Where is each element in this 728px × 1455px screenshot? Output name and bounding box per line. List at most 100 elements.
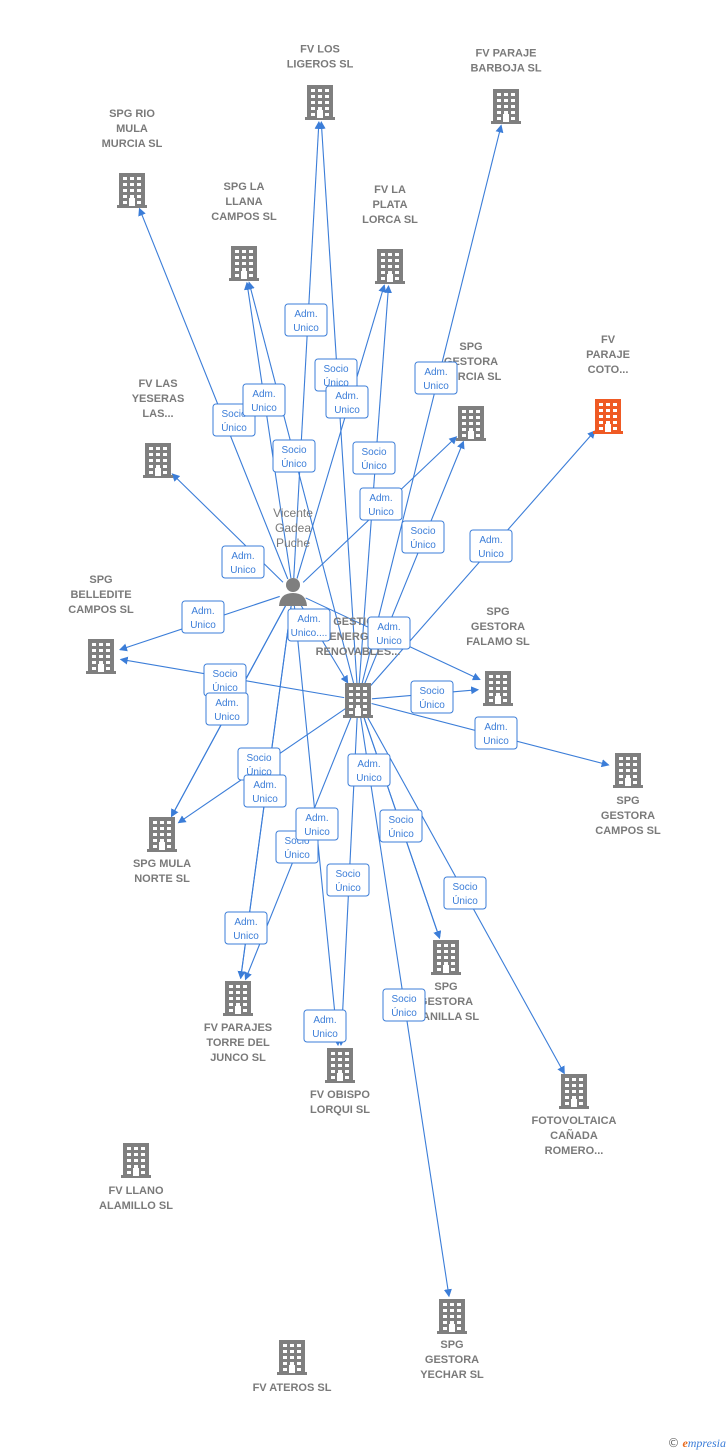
company-node[interactable]: FV LOS LIGEROS SL xyxy=(287,44,354,121)
building-icon xyxy=(431,940,461,975)
relation-label-text: Adm. xyxy=(377,622,400,633)
node-label-line: Puche xyxy=(276,536,310,550)
node-label-line: SPG RIO xyxy=(109,108,155,120)
company-node[interactable]: FV ATEROS SL xyxy=(253,1340,332,1394)
relation-label-text: Único xyxy=(284,848,310,861)
relation-label-text: Adm. xyxy=(424,367,447,378)
relation-label[interactable]: Adm.Unico xyxy=(469,529,513,563)
node-label-line: FV LAS xyxy=(138,378,177,390)
relation-label-text: Adm. xyxy=(479,535,502,546)
company-node[interactable]: FV OBISPO LORQUI SL xyxy=(310,1048,370,1116)
relation-label-text: Adm. xyxy=(357,759,380,770)
building-icon xyxy=(86,639,116,674)
relation-label[interactable]: Adm.Unico xyxy=(325,385,369,419)
node-label-line: LORQUI SL xyxy=(310,1104,370,1116)
relation-label-text: Socio xyxy=(221,409,246,420)
relation-label[interactable]: Adm.Unico xyxy=(359,487,403,521)
node-label-line: PLATA xyxy=(372,199,407,211)
relation-label-text: Adm. xyxy=(231,551,254,562)
node-label-line: MANILLA SL xyxy=(413,1011,479,1023)
building-icon xyxy=(229,246,259,281)
relation-label[interactable]: Adm.Unico xyxy=(221,545,265,579)
relation-label-text: Socio xyxy=(335,869,360,880)
building-icon xyxy=(613,753,643,788)
node-label-line: SPG xyxy=(434,981,457,993)
relation-label-text: Unico xyxy=(304,827,330,838)
edge-labels-layer: SocioÚnicoAdm.UnicoAdm.UnicoSocioÚnicoAd… xyxy=(181,303,518,1043)
node-label-line: LIGEROS SL xyxy=(287,59,354,71)
building-icon xyxy=(143,443,173,478)
building-icon xyxy=(456,406,486,441)
node-label-line: YESERAS xyxy=(132,393,185,405)
relation-edge xyxy=(293,120,323,579)
relation-label[interactable]: Adm.Unico xyxy=(205,692,249,726)
relation-label-text: Unico xyxy=(334,405,360,416)
relation-label[interactable]: Adm. Unico xyxy=(347,753,391,787)
node-label-line: SPG xyxy=(616,795,639,807)
building-icon xyxy=(305,85,335,120)
node-label-line: CAMPOS SL xyxy=(595,825,661,837)
company-node[interactable]: FV LASYESERASLAS... xyxy=(132,378,185,478)
company-node[interactable]: SPG GESTORA CAMPOS SL xyxy=(595,753,661,837)
relation-label[interactable]: Adm.Unico xyxy=(303,1009,347,1043)
relation-label[interactable]: Adm.Unico xyxy=(242,383,286,417)
relation-label-text: Unico xyxy=(252,794,278,805)
node-label-line: FV OBISPO xyxy=(310,1089,370,1101)
relation-label[interactable]: Adm.Unico xyxy=(224,911,268,945)
relation-label[interactable]: Adm.Unico xyxy=(181,600,225,634)
node-label-line: FALAMO SL xyxy=(466,636,530,648)
relation-label[interactable]: Adm.Unico xyxy=(284,303,328,337)
node-label-line: Gadea xyxy=(275,521,311,535)
relation-label[interactable]: Adm.Unico xyxy=(414,361,458,395)
relation-label[interactable]: Adm.Unico xyxy=(243,774,287,808)
relation-edge xyxy=(244,281,292,579)
relation-label-text: Único xyxy=(452,894,478,907)
relation-label[interactable]: Adm.Unico xyxy=(474,716,518,750)
relation-label-text: Socio xyxy=(212,669,237,680)
node-label-line: MULA xyxy=(116,123,148,135)
relation-label[interactable]: Adm.Unico xyxy=(295,807,339,841)
person-icon xyxy=(279,578,307,606)
relation-label[interactable]: Adm.Unico.... xyxy=(287,608,331,642)
node-label-line: Vicente xyxy=(273,506,313,520)
relation-edge xyxy=(246,281,355,687)
relation-label-text: Unico xyxy=(356,773,382,784)
relation-edge xyxy=(171,473,284,583)
company-node[interactable]: FVPARAJECOTO... xyxy=(586,334,630,434)
relation-label-text: Socio xyxy=(388,815,413,826)
relation-edge xyxy=(358,284,393,687)
node-label-line: PARAJE xyxy=(586,349,630,361)
relation-label-text: Unico xyxy=(233,931,259,942)
node-label-line: GESTORA xyxy=(601,810,655,822)
company-node[interactable]: FOTOVOLTAICACAÑADAROMERO... xyxy=(532,1074,617,1157)
node-label-line: GESTORA xyxy=(425,1354,479,1366)
relation-label-text: Socio xyxy=(391,994,416,1005)
relation-label[interactable]: Adm.Unico xyxy=(367,616,411,650)
building-icon xyxy=(117,173,147,208)
relation-label-text: Único xyxy=(212,681,238,694)
node-label-line: FV LOS xyxy=(300,44,340,56)
